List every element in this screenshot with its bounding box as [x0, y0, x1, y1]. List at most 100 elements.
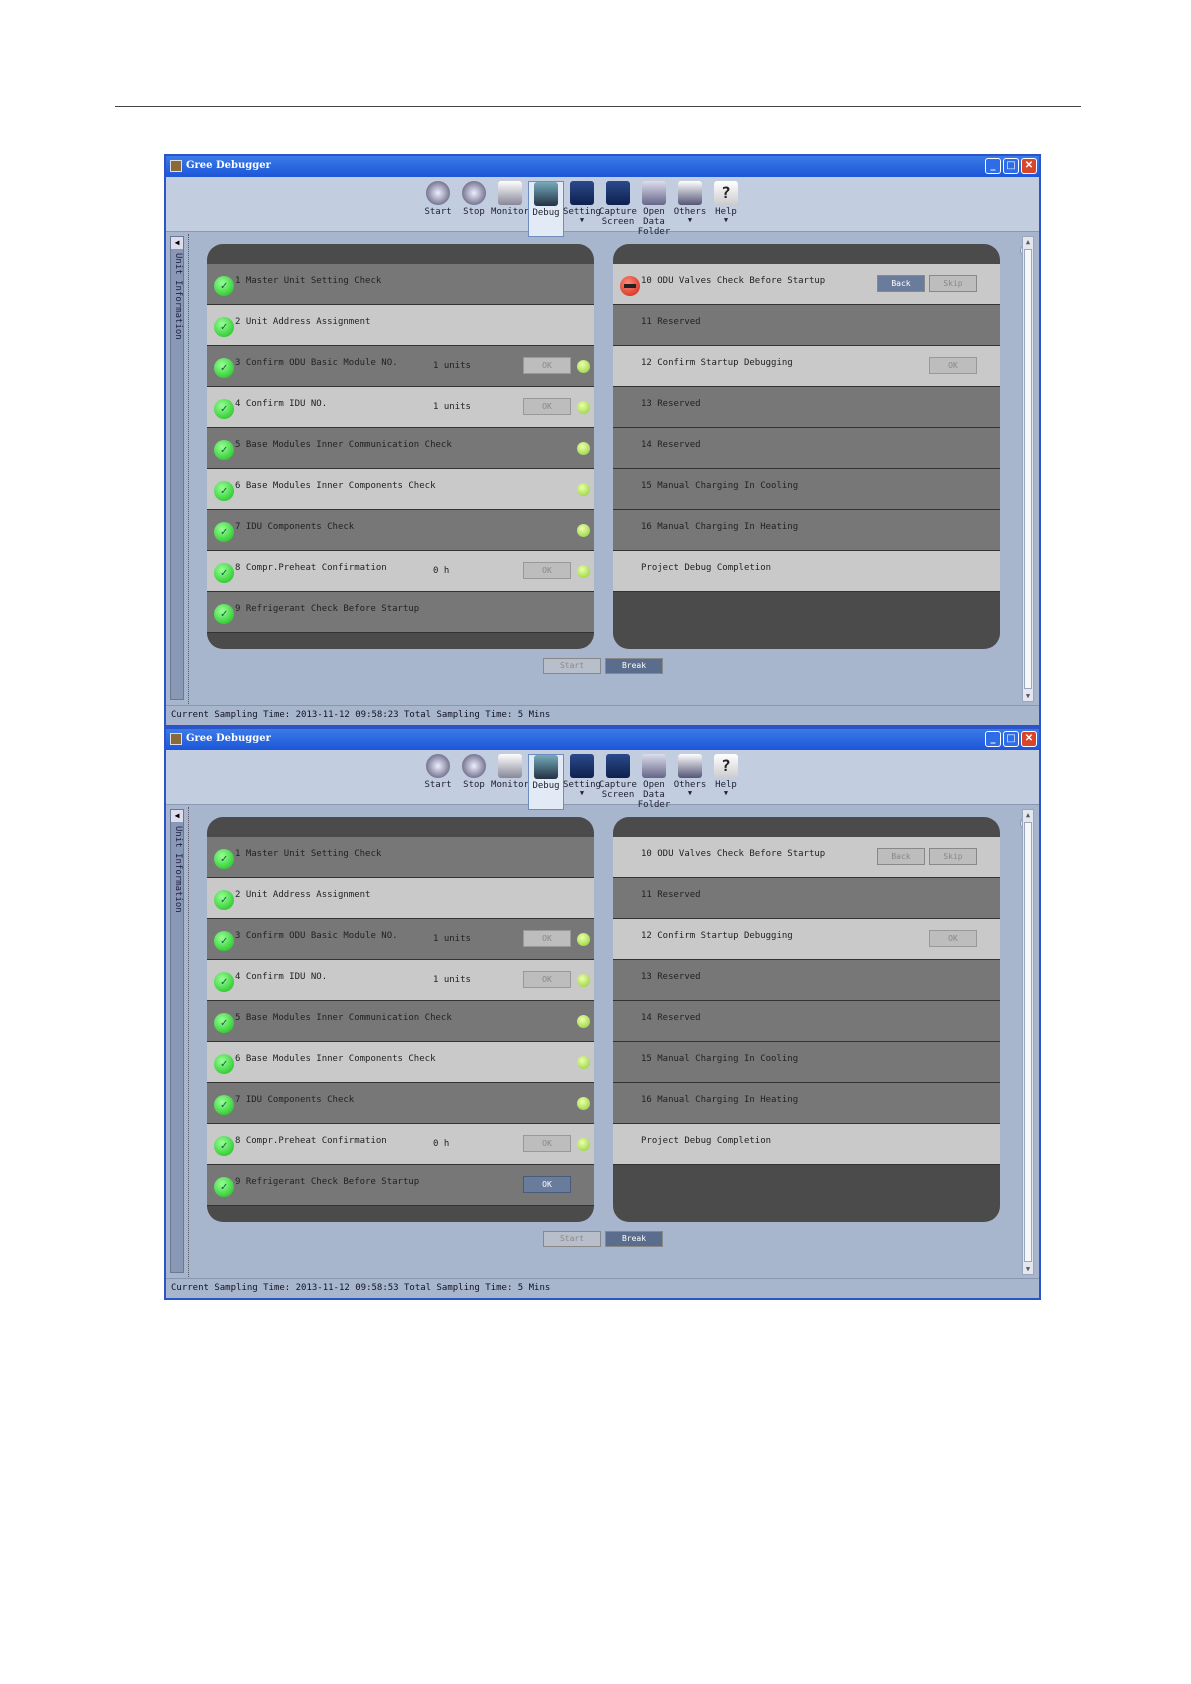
maximize-button[interactable]: □ [1003, 731, 1019, 747]
check-icon: ✓ [214, 358, 234, 378]
toolbar-debug-button[interactable]: Debug [528, 181, 564, 237]
ok-button[interactable]: OK [523, 562, 571, 579]
step-label: 1 Master Unit Setting Check [235, 849, 382, 859]
ok-button[interactable]: OK [523, 357, 571, 374]
chevron-down-icon: ▼ [723, 789, 729, 797]
toolbar-setting-button[interactable]: Setting▼ [563, 754, 601, 810]
toolbar-label: Setting [563, 780, 601, 790]
break-button[interactable]: Break [605, 658, 663, 674]
skip-button[interactable]: Skip [929, 848, 977, 865]
step-label: 16 Manual Charging In Heating [641, 522, 799, 532]
start-icon [426, 754, 450, 778]
toolbar-stop-button[interactable]: Stop [456, 181, 492, 237]
step-label: 4 Confirm IDU NO. [235, 972, 328, 982]
toolbar-start-button[interactable]: Start [420, 754, 456, 810]
back-button[interactable]: Back [877, 275, 925, 292]
minimize-button[interactable]: _ [985, 731, 1001, 747]
toolbar-folder-button[interactable]: Open Data Folder [636, 181, 672, 237]
step-row: ✓1 Master Unit Setting Check [207, 837, 594, 878]
unit-information-panel[interactable]: ◀ Unit Information [170, 236, 184, 700]
step-label: 5 Base Modules Inner Communication Check [235, 1013, 452, 1023]
close-button[interactable]: ✕ [1021, 731, 1037, 747]
start-button[interactable]: Start [543, 1231, 601, 1247]
toolbar-help-button[interactable]: ?Help▼ [708, 754, 744, 810]
skip-button[interactable]: Skip [929, 275, 977, 292]
toolbar-label: Stop [463, 207, 485, 217]
status-light-icon [577, 1097, 590, 1110]
step-value: 0 h [433, 1139, 450, 1149]
step-label: 8 Compr.Preheat Confirmation [235, 563, 387, 573]
vertical-scrollbar[interactable]: ▲▼ [1022, 809, 1034, 1275]
toolbar-help-button[interactable]: ?Help▼ [708, 181, 744, 237]
ok-button[interactable]: OK [523, 1176, 571, 1193]
step-value: 1 units [433, 402, 471, 412]
scroll-down-icon[interactable]: ▼ [1025, 692, 1031, 700]
scroll-thumb[interactable] [1024, 249, 1032, 689]
window-title: Gree Debugger [186, 733, 271, 744]
step-label: 8 Compr.Preheat Confirmation [235, 1136, 387, 1146]
toolbar-label: Start [424, 780, 452, 790]
step-label: 15 Manual Charging In Cooling [641, 1054, 799, 1064]
ok-button[interactable]: OK [929, 930, 977, 947]
check-icon: ✓ [214, 481, 234, 501]
step-label: 5 Base Modules Inner Communication Check [235, 440, 452, 450]
toolbar-label: Open Data Folder [637, 780, 671, 810]
chevron-down-icon: ▼ [723, 216, 729, 224]
check-icon: ✓ [214, 849, 234, 869]
break-button[interactable]: Break [605, 1231, 663, 1247]
toolbar-stop-button[interactable]: Stop [456, 754, 492, 810]
scroll-thumb[interactable] [1024, 822, 1032, 1262]
toolbar-start-button[interactable]: Start [420, 181, 456, 237]
check-icon: ✓ [214, 890, 234, 910]
app-icon [170, 733, 182, 745]
step-label: 4 Confirm IDU NO. [235, 399, 328, 409]
step-row: 16 Manual Charging In Heating [613, 1083, 1000, 1124]
scroll-up-icon[interactable]: ▲ [1025, 811, 1031, 819]
step-label: 3 Confirm ODU Basic Module NO. [235, 931, 398, 941]
scroll-down-icon[interactable]: ▼ [1025, 1265, 1031, 1273]
title-bar: Gree Debugger_□✕ [166, 156, 1039, 177]
ok-button[interactable]: OK [523, 398, 571, 415]
expand-arrow-icon[interactable]: ◀ [171, 810, 183, 822]
step-row: 15 Manual Charging In Cooling [613, 1042, 1000, 1083]
maximize-button[interactable]: □ [1003, 158, 1019, 174]
side-panel-label: Unit Information [173, 253, 183, 340]
expand-arrow-icon[interactable]: ◀ [171, 237, 183, 249]
status-light-icon [577, 565, 590, 578]
step-label: 7 IDU Components Check [235, 1095, 355, 1105]
ok-button[interactable]: OK [523, 930, 571, 947]
vertical-scrollbar[interactable]: ▲▼ [1022, 236, 1034, 702]
toolbar-debug-button[interactable]: Debug [528, 754, 564, 810]
check-icon: ✓ [214, 1136, 234, 1156]
toolbar-monitor-button[interactable]: Monitor [491, 754, 529, 810]
toolbar-setting-button[interactable]: Setting▼ [563, 181, 601, 237]
back-button[interactable]: Back [877, 848, 925, 865]
close-button[interactable]: ✕ [1021, 158, 1037, 174]
check-icon: ✓ [214, 604, 234, 624]
window-controls: _□✕ [985, 731, 1037, 747]
toolbar-others-button[interactable]: Others▼ [672, 181, 708, 237]
start-button[interactable]: Start [543, 658, 601, 674]
step-row: ✓6 Base Modules Inner Components Check [207, 469, 594, 510]
toolbar-capture-button[interactable]: Capture Screen [599, 754, 637, 810]
check-icon: ✓ [214, 276, 234, 296]
status-light-icon [577, 1056, 590, 1069]
status-bar: Current Sampling Time: 2013-11-12 09:58:… [166, 705, 1039, 725]
toolbar-monitor-button[interactable]: Monitor [491, 181, 529, 237]
ok-button[interactable]: OK [523, 971, 571, 988]
ok-button[interactable]: OK [929, 357, 977, 374]
unit-information-panel[interactable]: ◀Unit Information [170, 809, 184, 1273]
status-bar: Current Sampling Time: 2013-11-12 09:58:… [166, 1278, 1039, 1298]
minimize-button[interactable]: _ [985, 158, 1001, 174]
ok-button[interactable]: OK [523, 1135, 571, 1152]
start-icon [426, 181, 450, 205]
step-label: 16 Manual Charging In Heating [641, 1095, 799, 1105]
toolbar-others-button[interactable]: Others▼ [672, 754, 708, 810]
toolbar-capture-button[interactable]: Capture Screen [599, 181, 637, 237]
step-row: ✓2 Unit Address Assignment [207, 878, 594, 919]
toolbar-folder-button[interactable]: Open Data Folder [636, 754, 672, 810]
scroll-up-icon[interactable]: ▲ [1025, 238, 1031, 246]
